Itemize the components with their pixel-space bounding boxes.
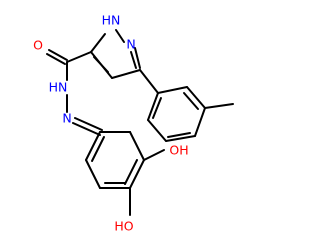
bond-c-o-double-1 <box>48 49 68 61</box>
bond-pyrazole-c3-c4 <box>111 69 141 79</box>
bond-methyl <box>204 103 234 109</box>
bond-phenol-1 <box>129 131 145 161</box>
bond-carbonyl-pyrazole <box>66 51 92 63</box>
bond-c-o-double-2 <box>46 53 66 65</box>
atom-n-pyrazole: N <box>126 37 135 52</box>
bond-phenol-inner-1 <box>124 159 138 185</box>
atom-labels: O HN N HN N OH HO <box>33 13 189 234</box>
atom-n-imine: N <box>62 111 71 126</box>
molecule-structure: O HN N HN N OH HO <box>33 13 234 234</box>
bond-tolyl-inner-2 <box>167 132 191 138</box>
bond-pyrazole-n2-c3 <box>134 47 141 69</box>
bond-tolyl-5 <box>147 119 167 142</box>
bond-n-ch-double-1 <box>74 117 103 131</box>
bond-pyrazole-n1-n2 <box>115 29 125 43</box>
bond-phenol-5 <box>85 131 101 161</box>
bond-tolyl-inner-1 <box>183 92 199 110</box>
bond-pyrazole-n2-c3-inner <box>130 51 137 69</box>
atom-oh-para: HO <box>114 219 133 234</box>
atom-nh-amide: HN <box>49 80 68 95</box>
bond-tolyl-3 <box>194 107 206 137</box>
bond-phenol-inner-2 <box>91 136 105 162</box>
bond-tolyl-4 <box>165 135 196 142</box>
bond-ortho-oh <box>143 149 165 161</box>
bond-group <box>46 29 234 216</box>
bond-n-ch-double-2 <box>72 122 101 136</box>
bond-tolyl-6 <box>147 92 159 121</box>
bond-tolyl-1 <box>157 86 188 94</box>
atom-o-carbonyl: O <box>33 38 43 53</box>
bond-pyrazole-c5-n1 <box>90 33 106 53</box>
bond-tolyl-2 <box>186 86 206 109</box>
bond-phenol-4 <box>85 159 101 189</box>
bond-pyrazole-tolyl <box>139 69 159 94</box>
bond-pyrazole-c4-c5-inner <box>93 56 109 73</box>
atom-hn-pyrazole: HN <box>102 13 121 28</box>
bond-phenol-2 <box>129 159 145 189</box>
structure-canvas: O HN N HN N OH HO <box>33 13 234 234</box>
atom-oh-ortho: OH <box>169 143 188 158</box>
bond-tolyl-inner-3 <box>152 97 162 119</box>
